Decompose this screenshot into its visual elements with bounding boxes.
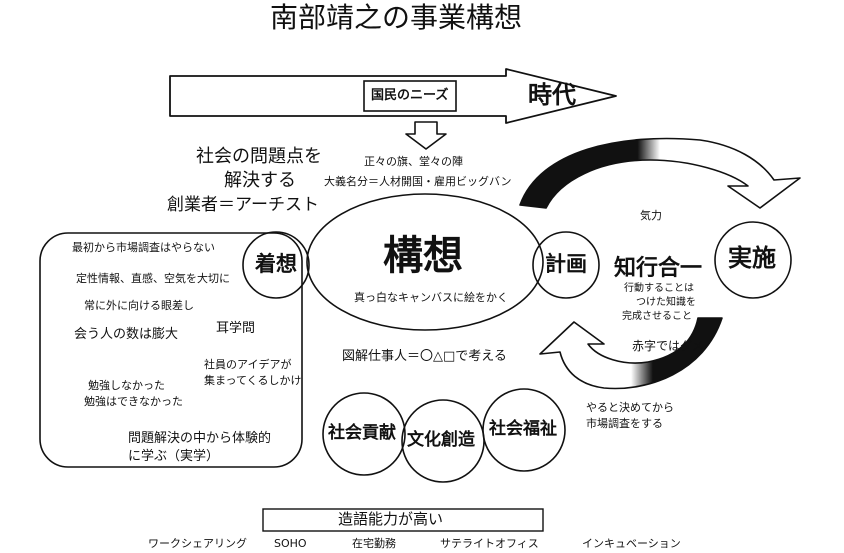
zogo-box <box>262 508 544 532</box>
chakuso-circle <box>242 231 310 299</box>
left-note-6-line2: 集まってくるしかけ <box>204 374 302 387</box>
zukai-label: 図解仕事人＝〇△□で考える <box>342 349 507 364</box>
left-note-7-line2: 勉強はできなかった <box>84 395 183 408</box>
koso-label: 構想 <box>383 233 463 279</box>
chiko-sub-line2: つけた知識を <box>636 297 696 308</box>
down-arrow <box>405 121 447 150</box>
chakuso-label: 着想 <box>255 252 297 276</box>
jisshi-label: 実施 <box>728 244 776 272</box>
left-note-1: 最初から市場調査はやらない <box>72 241 215 254</box>
left-note-5: 耳学問 <box>216 321 256 336</box>
kiryoku-label: 気力 <box>640 209 662 222</box>
left-note-8-line2: に学ぶ（実学） <box>128 449 220 464</box>
zogo-label: 造語能力が高い <box>338 510 444 528</box>
social-problem-line2: 解決する <box>224 170 296 191</box>
needs-label-box <box>363 80 457 112</box>
left-note-4: 会う人の数は膨大 <box>74 327 179 342</box>
chiko-sub-line3: 完成させること <box>622 311 692 322</box>
yaru-line1: やると決めてから <box>586 401 674 414</box>
bottom-term-3: 在宅勤務 <box>352 537 396 550</box>
era-label: 時代 <box>528 81 576 109</box>
left-note-2: 定性情報、直感、空気を大切に <box>76 272 230 285</box>
yaru-line2: 市場調査をする <box>586 417 663 430</box>
left-note-3: 常に外に向ける眼差し <box>84 299 194 312</box>
bottom-term-4: サテライトオフィス <box>440 537 539 550</box>
flag-line2: 大義名分＝人材開国・雇用ビッグバン <box>324 175 512 188</box>
koso-sub-label: 真っ白なキャンバスに絵をかく <box>354 291 508 304</box>
fukushi-label: 社会福祉 <box>489 419 557 439</box>
needs-label: 国民のニーズ <box>371 88 449 103</box>
cycle-arrow-bottom <box>539 317 723 390</box>
kouken-circle <box>322 392 406 476</box>
akaji-label: 赤字ではダメ <box>632 339 704 353</box>
page-title: 南部靖之の事業構想 <box>270 1 523 34</box>
bottom-term-2: SOHO <box>274 537 307 550</box>
fukushi-circle <box>482 388 566 472</box>
left-note-8-line1: 問題解決の中から体験的 <box>128 431 272 446</box>
bunka-label: 文化創造 <box>407 430 475 450</box>
bottom-term-5: インキュベーション <box>582 537 681 550</box>
keikaku-circle <box>532 231 600 299</box>
left-note-6-line1: 社員のアイデアが <box>204 358 292 371</box>
founder-artist: 創業者＝アーチスト <box>167 195 319 215</box>
flag-line1: 正々の旗、堂々の陣 <box>364 155 463 168</box>
left-notes-box <box>39 232 303 468</box>
chiko-label: 知行合一 <box>614 256 703 281</box>
jisshi-circle <box>714 221 792 299</box>
kouken-label: 社会貢献 <box>328 423 396 443</box>
koso-ellipse <box>306 193 544 331</box>
bottom-term-1: ワークシェアリング <box>148 537 247 550</box>
chiko-sub-line1: 行動することは <box>624 283 694 294</box>
keikaku-label: 計画 <box>545 252 587 276</box>
social-problem-line1: 社会の問題点を <box>196 146 322 167</box>
cycle-arrow-top <box>519 137 801 209</box>
left-note-7-line1: 勉強しなかった <box>88 379 165 392</box>
